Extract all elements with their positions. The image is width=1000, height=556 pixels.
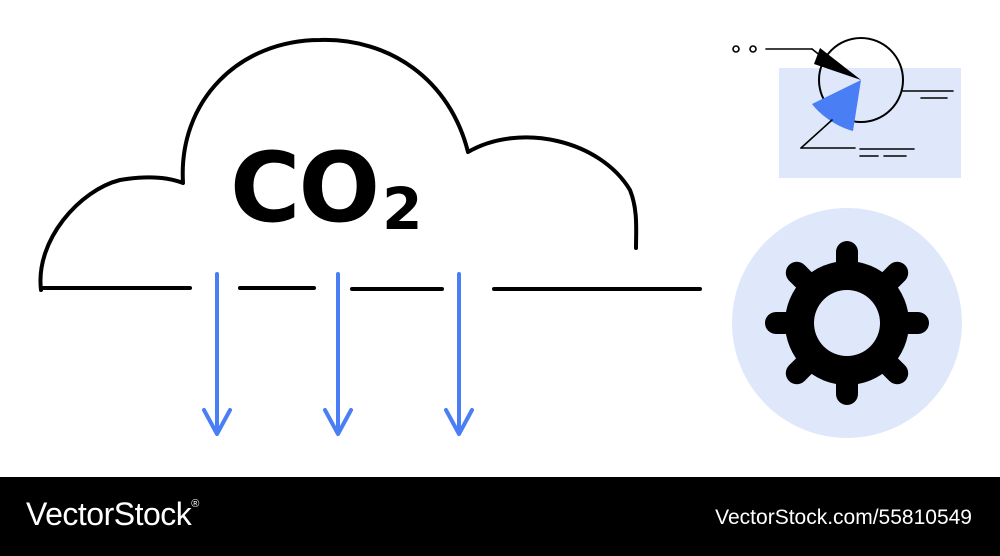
cloud-icon [38,37,702,292]
co2-label: CO2 [230,140,422,238]
brand-logo: VectorStock® [26,498,199,530]
down-arrow-icon [323,272,353,436]
illustration-canvas [38,37,962,438]
co2-main-text: CO [230,132,380,244]
brand-name: VectorStock [26,496,192,532]
down-arrow-icon [202,272,232,436]
stock-image-id: VectorStock.com/55810549 [715,506,972,529]
pie-chart-icon [732,37,961,178]
gear-icon [732,208,962,438]
watermark-footer [0,477,1000,556]
co2-subscript: 2 [382,175,423,243]
down-arrow-icon [444,272,474,436]
registered-mark: ® [191,498,199,510]
